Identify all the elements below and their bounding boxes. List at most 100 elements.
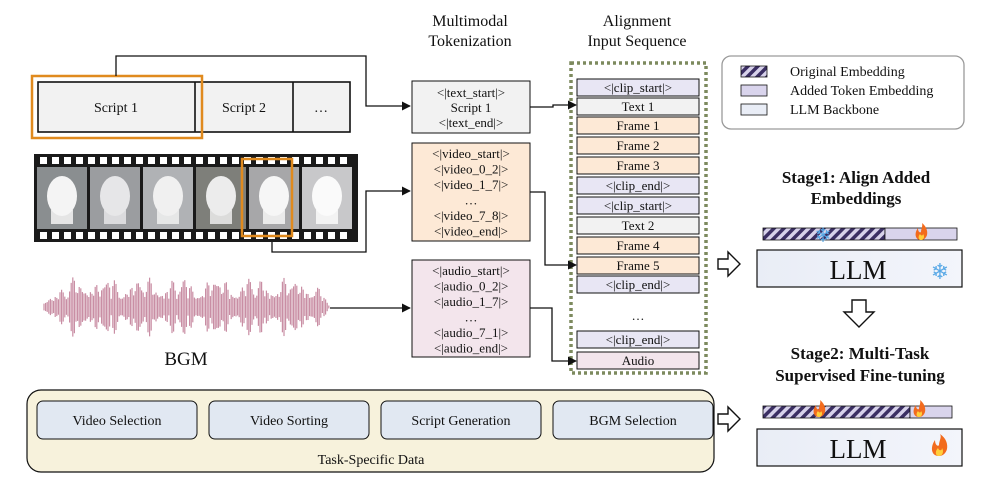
video-token-3: … (465, 193, 478, 208)
stage1-title-line1: Stage1: Align Added (782, 168, 931, 187)
audio-token-5: <|audio_end|> (434, 341, 508, 356)
task-label: Script Generation (411, 414, 510, 429)
snowflake-icon: ❄ (815, 223, 832, 247)
task-box: Video Sorting (208, 400, 370, 440)
sprocket-hole (52, 157, 59, 164)
stage2-title-line2: Supervised Fine-tuning (775, 366, 945, 385)
sprocket-hole (316, 157, 323, 164)
sprocket-hole (208, 157, 215, 164)
block-arrows (717, 250, 876, 433)
video-film-strip (34, 154, 358, 242)
audio-token-2: <|audio_1_7|> (434, 294, 509, 309)
script-highlight (30, 74, 204, 140)
sprocket-hole (52, 232, 59, 239)
sprocket-hole (88, 157, 95, 164)
sprocket-hole (292, 232, 299, 239)
sequence-item-label: <|clip_end|> (606, 332, 671, 347)
sprocket-hole (100, 157, 107, 164)
sprocket-hole (280, 157, 287, 164)
video-frame (196, 167, 246, 229)
legend-backbone-label: LLM Backbone (790, 103, 879, 118)
legend-backbone-swatch (740, 103, 768, 116)
sprocket-hole (244, 157, 251, 164)
script-strip: Script 1 Script 2 … (30, 74, 351, 140)
sprocket-hole (220, 232, 227, 239)
sequence-item: <|clip_start|> (576, 196, 700, 215)
tokenization-header-line2: Tokenization (428, 33, 511, 50)
fire-icon (913, 400, 926, 417)
sequence-item-label: Frame 1 (617, 118, 660, 133)
right-arrow-stage1 (717, 250, 741, 278)
task-label: Video Sorting (250, 414, 328, 429)
task-list: Video Selection Video Sorting Script Gener… (36, 400, 714, 440)
video-token-4: <|video_7_8|> (434, 208, 509, 223)
sequence-ellipsis: … (632, 308, 645, 323)
legend-original-label: Original Embedding (790, 65, 905, 80)
legend-original-swatch (740, 65, 768, 78)
text-token-0: <|text_start|> (437, 85, 505, 100)
sprocket-hole (328, 157, 335, 164)
sprocket-hole (148, 157, 155, 164)
task-label: Video Selection (73, 414, 162, 429)
sequence-item: Text 2 (576, 216, 700, 235)
sequence-item-label: <|clip_start|> (604, 198, 672, 213)
script-cell-ellipsis: … (314, 101, 328, 116)
text-token-2: <|text_end|> (439, 115, 504, 130)
audio-token-0: <|audio_start|> (432, 263, 510, 278)
sequence-item: Frame 3 (576, 156, 700, 175)
sprocket-hole (292, 157, 299, 164)
sprocket-hole (172, 232, 179, 239)
sprocket-hole (136, 232, 143, 239)
sequence-item: <|clip_start|> (576, 78, 700, 97)
sprocket-hole (172, 157, 179, 164)
legend-added-label: Added Token Embedding (790, 84, 933, 99)
sequence-item-label: Frame 5 (617, 258, 660, 273)
sequence-item: Text 1 (576, 97, 700, 116)
video-token-2: <|video_1_7|> (434, 177, 509, 192)
text-token-box: <|text_start|> Script 1 <|text_end|> (411, 80, 531, 134)
stage2-llm-block (756, 428, 963, 467)
sequence-item-label: <|clip_end|> (606, 277, 671, 292)
video-frame (90, 167, 140, 229)
video-frame (143, 167, 193, 229)
audio-token-4: <|audio_7_1|> (434, 325, 509, 340)
sprocket-hole (76, 157, 83, 164)
audio-token-3: … (465, 310, 478, 325)
audio-token-box: <|audio_start|><|audio_0_2|><|audio_1_7|… (411, 259, 531, 358)
stage2-title-line1: Stage2: Multi-Task (791, 344, 930, 363)
stage1-llm-block (756, 249, 963, 288)
sequence-item: Audio (576, 351, 700, 370)
legend-added-swatch (740, 84, 768, 97)
fire-icon (931, 434, 948, 456)
fire-icon (915, 223, 928, 240)
sprocket-hole (304, 232, 311, 239)
stage1-llm-label: LLM (830, 255, 887, 285)
sequence-item: Frame 1 (576, 116, 700, 135)
video-frame (37, 167, 87, 229)
sprocket-hole (184, 232, 191, 239)
sprocket-hole (64, 157, 71, 164)
video-token-5: <|video_end|> (434, 224, 508, 239)
sprocket-hole (112, 157, 119, 164)
sequence-item-label: Text 2 (622, 218, 655, 233)
sprocket-hole (124, 232, 131, 239)
snowflake-icon: ❄ (931, 260, 949, 285)
sprocket-hole (232, 232, 239, 239)
sprocket-hole (88, 232, 95, 239)
video-token-box: <|video_start|><|video_0_2|><|video_1_7|… (411, 142, 531, 242)
text-token-1: Script 1 (451, 100, 492, 115)
task-panel-caption: Task-Specific Data (318, 453, 425, 468)
sprocket-hole (232, 157, 239, 164)
sequence-item-label: <|clip_start|> (604, 80, 672, 95)
sequence-item: Frame 2 (576, 136, 700, 155)
sequence-dashed-frame (569, 61, 708, 375)
down-arrow (842, 299, 876, 328)
sprocket-hole (328, 232, 335, 239)
sprocket-hole (220, 157, 227, 164)
sprocket-hole (196, 157, 203, 164)
stage1-title-line2: Embeddings (811, 189, 902, 208)
alignment-header-line2: Input Sequence (587, 33, 686, 50)
sprocket-hole (64, 232, 71, 239)
sequence-item: Frame 5 (576, 256, 700, 275)
